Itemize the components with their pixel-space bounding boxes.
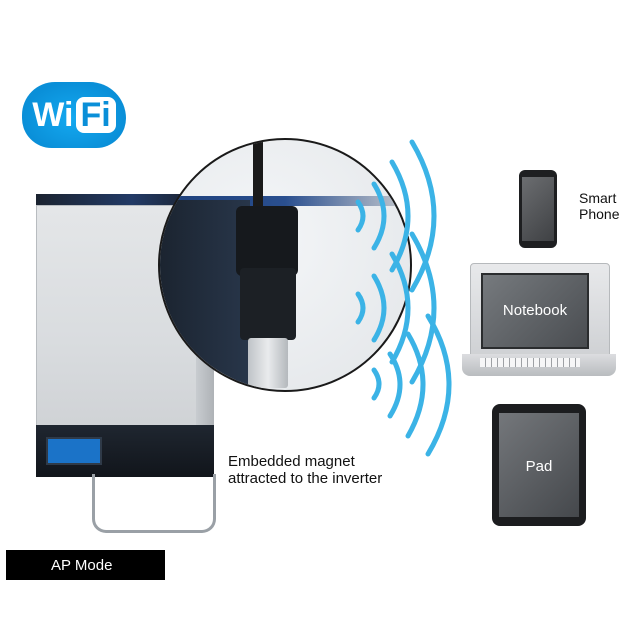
smartphone-label-line2: Phone (579, 206, 620, 222)
wave-mid-1 (355, 291, 366, 325)
wifi-prefix: Wi (32, 96, 74, 134)
tablet-icon: Pad (492, 404, 586, 526)
wave-bot-3 (405, 331, 426, 439)
wave-mid-2 (371, 273, 387, 343)
inverter-lcd-display (46, 437, 102, 465)
smartphone-label: Smart Phone (579, 190, 639, 222)
wave-top-3 (389, 159, 411, 273)
wave-top-2 (371, 181, 387, 251)
notebook-keyboard-base (462, 354, 616, 376)
ap-mode-banner: AP Mode (6, 550, 165, 580)
wireless-waves-icon (355, 139, 452, 457)
smartphone-icon (519, 170, 557, 248)
zoom-detail-circle (158, 138, 412, 392)
inverter-cable (92, 474, 216, 533)
magnet-note-line2: attracted to the inverter (228, 470, 383, 487)
notebook-label: Notebook (502, 302, 568, 319)
wave-bot-1 (371, 367, 382, 401)
inverter-housing (160, 200, 250, 390)
wave-bot-2 (387, 351, 403, 419)
antenna-icon (253, 140, 263, 240)
tablet-label: Pad (525, 458, 553, 475)
smartphone-screen (522, 177, 554, 241)
wave-top-4 (409, 139, 437, 293)
smartphone-label-line1: Smart (579, 190, 617, 206)
wave-top-1 (355, 199, 366, 233)
wave-mid-4 (409, 231, 437, 385)
tablet-screen: Pad (499, 413, 579, 517)
magnet-note: Embedded magnet attracted to the inverte… (228, 453, 428, 487)
notebook-screen: Notebook (481, 273, 589, 349)
wifi-module (236, 206, 298, 276)
magnet-note-line1: Embedded magnet (228, 453, 355, 470)
inverter-housing-edge (160, 196, 410, 206)
notebook-keyboard-icon (480, 358, 580, 367)
wave-bot-4 (425, 313, 452, 457)
wifi-suffix: Fi (75, 97, 116, 133)
wifi-module-body (240, 268, 296, 340)
notebook-icon: Notebook (470, 263, 610, 357)
ap-mode-label: AP Mode (51, 557, 113, 574)
wave-mid-3 (389, 251, 411, 365)
connector-plug (248, 338, 288, 388)
